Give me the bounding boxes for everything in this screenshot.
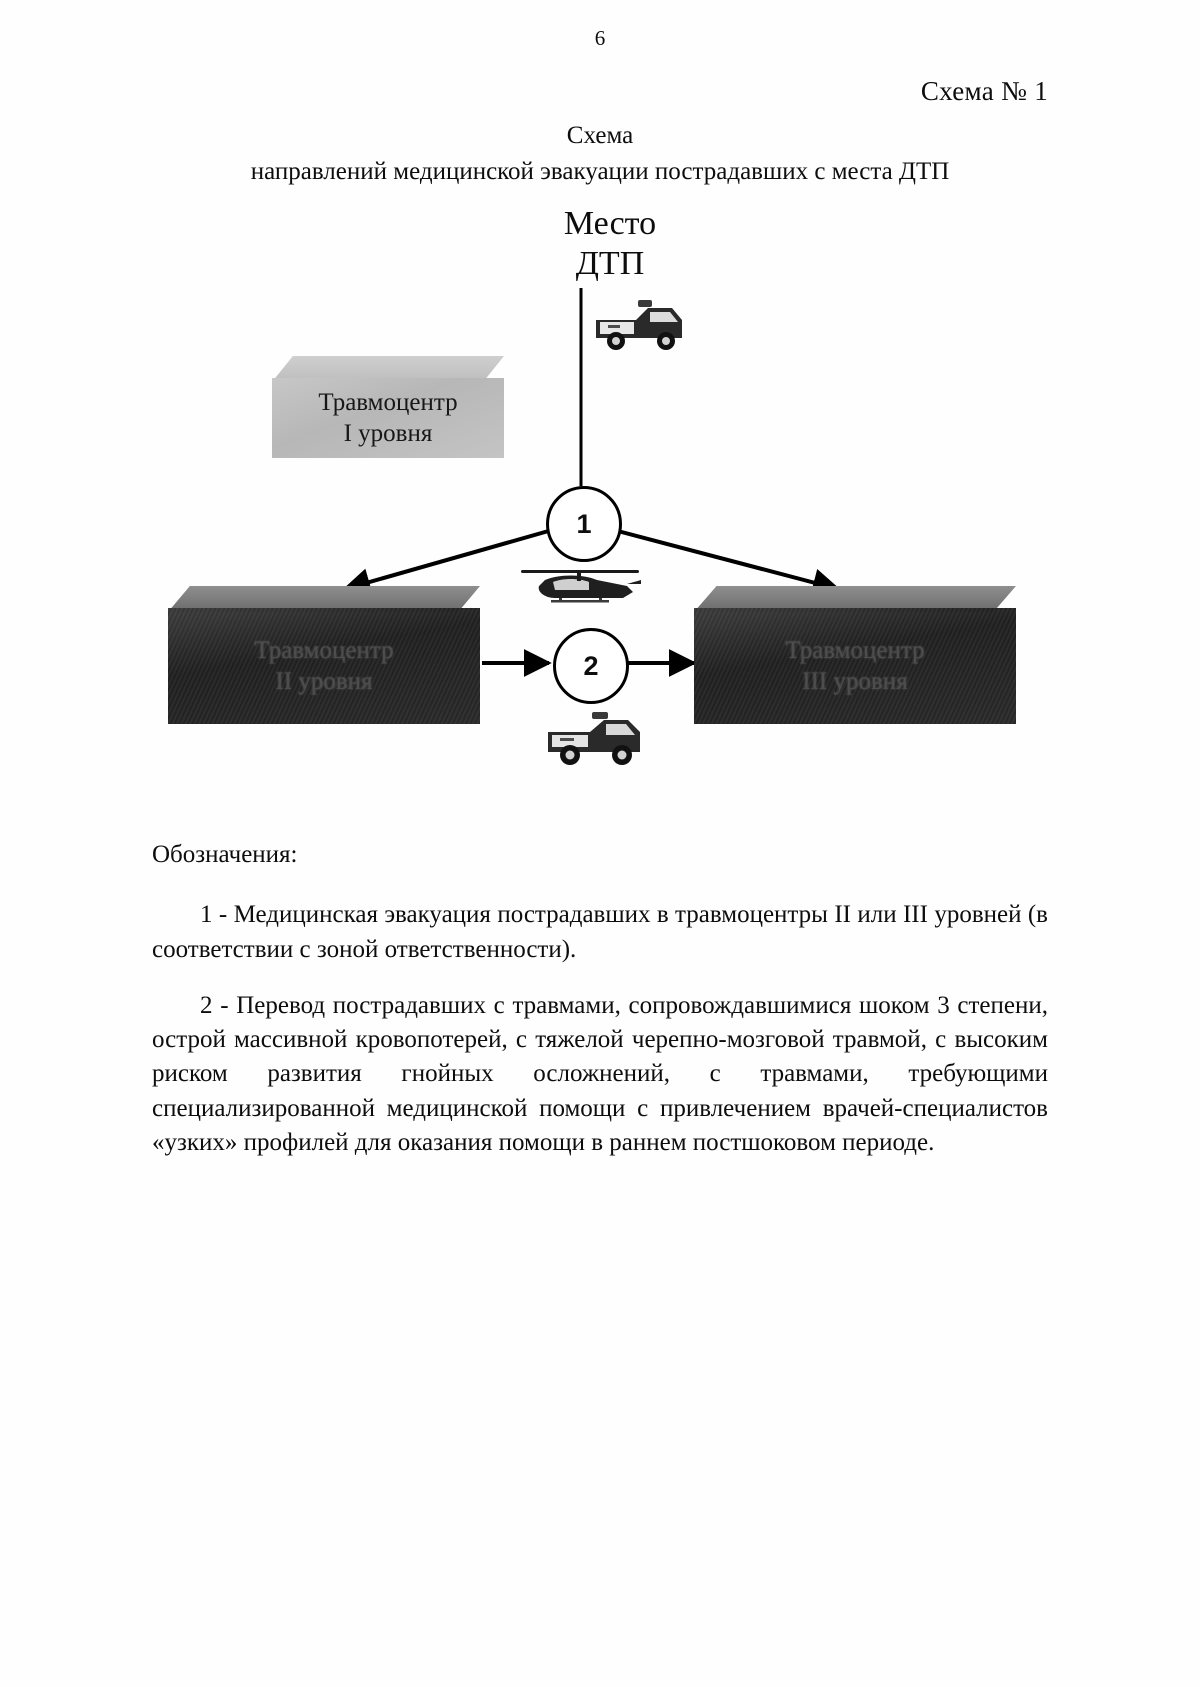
legend-item-2: 2 - Перевод пострадавших с травмами, соп… [152,991,1048,1156]
flow-node-1[interactable]: 1 [546,486,622,562]
trauma-center-level-2-line-2: II уровня [275,668,373,695]
box-front-face: Травмоцентр III уровня [694,608,1016,724]
title-line-2: направлений медицинской эвакуации постра… [250,157,950,185]
trauma-center-level-2-line-1: Травмоцентр [254,636,394,664]
flow-node-2[interactable]: 2 [553,628,629,704]
legend-heading: Обозначения: [152,841,298,868]
trauma-center-level-3-line-1: Травмоцентр [785,636,925,664]
trauma-center-level-1-line-1: Травмоцентр [318,388,458,416]
trauma-center-level-1-line-2: I уровня [343,420,433,447]
legend-section: Обозначения: 1 - Медицинская эвакуация п… [152,838,1048,1160]
box-front-face: Травмоцентр I уровня [272,378,504,458]
box-top-face [694,586,1016,612]
flow-node-1-label: 1 [576,508,592,539]
ambulance-bottom-icon [548,712,640,765]
title-line-1: Схема [566,122,634,149]
box-front-face: Травмоцентр II уровня [168,608,480,724]
accident-site-line-1: Место [563,205,657,242]
box-top-face [168,586,480,612]
accident-site-line-2: ДТП [575,245,645,283]
ambulance-top-icon [596,300,682,350]
evacuation-flow-diagram: Место ДТП Травмоцентр I уровня [0,196,1200,816]
helicopter-icon [521,570,641,603]
trauma-center-level-2-box: Травмоцентр II уровня [168,586,480,724]
trauma-center-level-3-line-2: III уровня [802,668,908,695]
flow-node-2-label: 2 [583,650,599,681]
page-number: 6 [594,26,606,50]
trauma-center-level-3-box: Травмоцентр III уровня [694,586,1016,724]
accident-site-label: Место ДТП [505,204,715,284]
document-title: Схема направлений медицинской эвакуации … [0,118,1200,189]
legend-item-1: 1 - Медицинская эвакуация пострадавших в… [152,901,1048,963]
trauma-center-level-1-box: Травмоцентр I уровня [272,356,504,458]
scheme-number-label: Схема № 1 [920,76,1048,106]
box-top-face [272,356,504,382]
